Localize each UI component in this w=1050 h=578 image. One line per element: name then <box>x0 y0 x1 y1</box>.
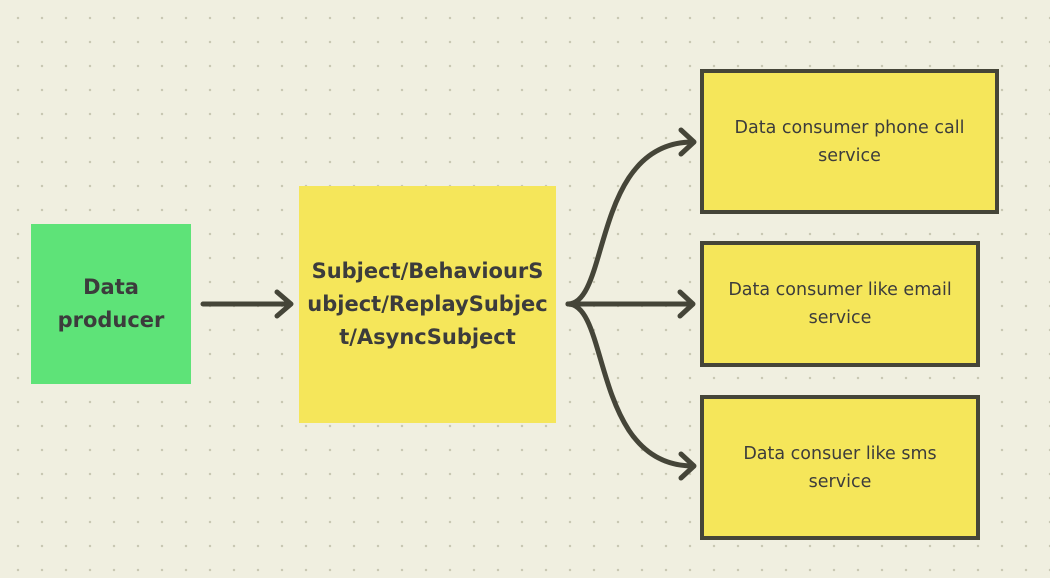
consumer-email-node[interactable]: Data consumer like email service <box>700 241 980 367</box>
subject-label: Subject/BehaviourSubject/ReplaySubject/A… <box>307 259 548 349</box>
arrow-subject-to-sms-consumer <box>565 301 697 481</box>
arrow-subject-to-email-consumer <box>565 289 696 319</box>
consumer-phone-label: Data consumer phone call service <box>734 117 965 166</box>
consumer-email-label: Data consumer like email service <box>728 280 952 328</box>
arrow-producer-to-subject <box>200 289 294 319</box>
consumer-phone-node[interactable]: Data consumer phone call service <box>700 69 999 214</box>
subject-node[interactable]: Subject/BehaviourSubject/ReplaySubject/A… <box>299 186 556 423</box>
consumer-sms-node[interactable]: Data consuer like sms service <box>700 395 980 540</box>
data-producer-node[interactable]: Data producer <box>31 224 191 384</box>
arrow-subject-to-phone-consumer <box>565 127 697 307</box>
data-producer-label: Data producer <box>57 275 165 332</box>
consumer-sms-label: Data consuer like sms service <box>743 443 937 492</box>
